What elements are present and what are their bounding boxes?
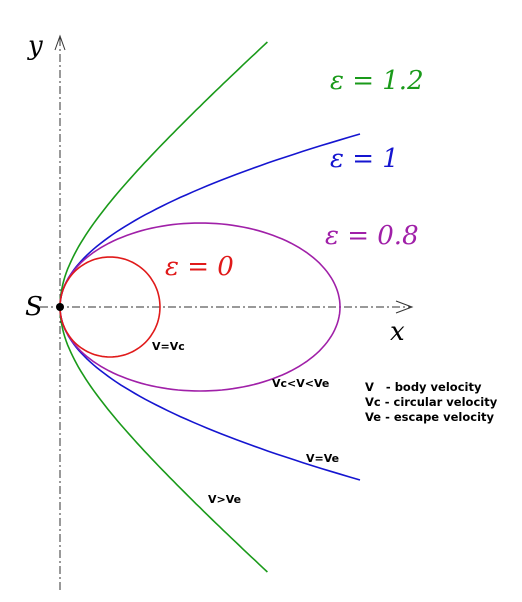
y-axis-label: y: [27, 31, 43, 61]
velocity-label-ellipse: Vc<V<Ve: [272, 377, 329, 390]
legend-line-3: Ve - escape velocity: [365, 410, 495, 424]
y-axis-arrow: [54, 34, 66, 51]
x-axis-arrow: [395, 300, 414, 314]
eps-label-circle: ε = 0: [165, 252, 234, 282]
eps-label-ellipse: ε = 0.8: [325, 221, 419, 251]
eps-label-parabola: ε = 1: [330, 144, 399, 174]
legend-line-1: V - body velocity: [365, 380, 482, 394]
legend-line-2: Vc - circular velocity: [365, 395, 498, 409]
velocity-label-hyperbola: V>Ve: [208, 493, 241, 506]
origin-label: S: [25, 292, 43, 322]
velocity-label-circle: V=Vc: [152, 340, 185, 353]
ellipse-orbit: [59, 222, 341, 392]
x-axis-label: x: [390, 317, 405, 347]
velocity-label-parabola: V=Ve: [306, 452, 339, 465]
circle-orbit: [59, 256, 161, 358]
focus-point: [56, 303, 64, 311]
eps-label-hyperbola: ε = 1.2: [330, 66, 424, 96]
